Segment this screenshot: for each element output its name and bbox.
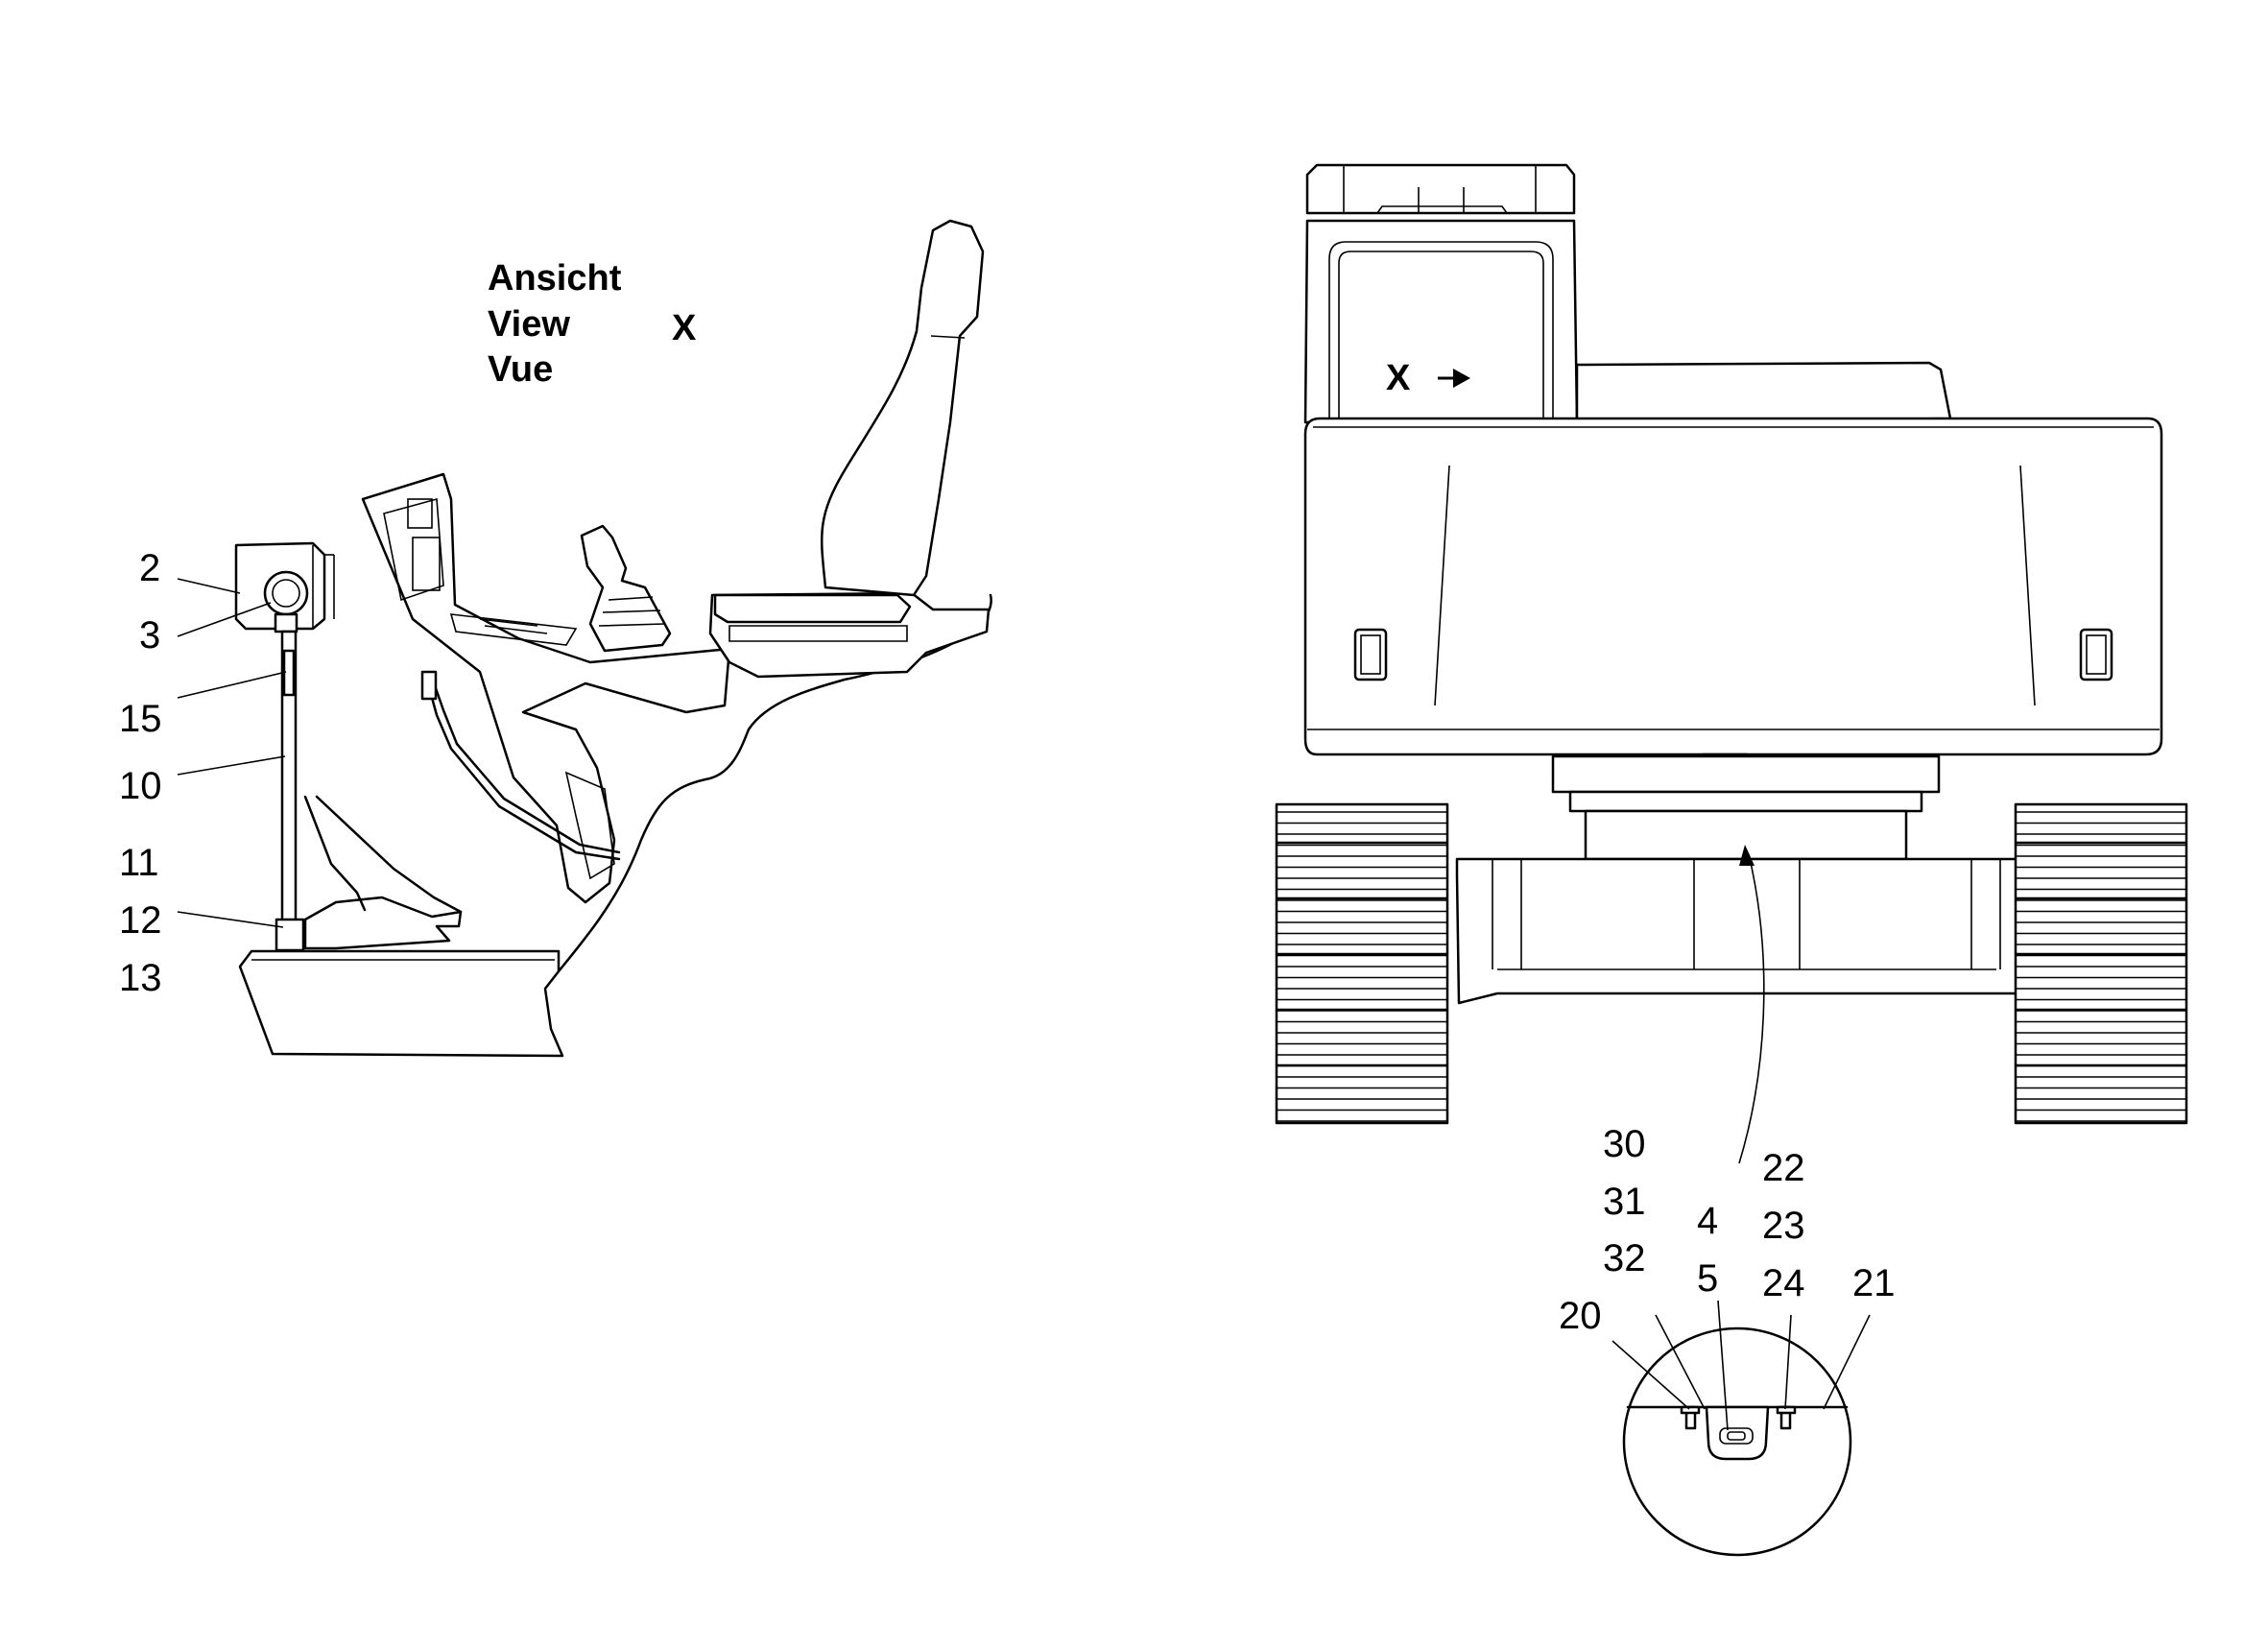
view-label: Ansicht View Vue X <box>488 258 697 390</box>
seat-backrest <box>821 219 985 597</box>
track-left <box>1275 802 1449 1125</box>
callout-11: 11 <box>119 842 159 884</box>
counterweight <box>1303 417 2163 756</box>
callout-5: 5 <box>1697 1257 1718 1300</box>
callout-31: 31 <box>1603 1181 1646 1223</box>
detail-leader-arrow <box>1738 853 1765 1164</box>
callout-30: 30 <box>1603 1123 1646 1165</box>
camera-lens <box>263 570 309 616</box>
cab-interior-side-view <box>234 219 992 1058</box>
callout-12: 12 <box>119 899 162 942</box>
callout-3: 3 <box>139 614 160 657</box>
left-leader-lines <box>177 578 287 928</box>
swing-ring <box>1551 754 1941 794</box>
rear-light-right <box>2079 628 2113 681</box>
callout-21: 21 <box>1852 1262 1896 1304</box>
detail-circle <box>1622 1326 1852 1557</box>
callout-22: 22 <box>1762 1147 1805 1189</box>
joystick <box>580 524 672 653</box>
engine-hood <box>1575 361 1952 424</box>
view-label-line-3: Vue <box>488 349 553 390</box>
pole-clamp <box>282 649 296 697</box>
floor-plate <box>238 949 564 1058</box>
left-callouts: 2 3 15 10 11 12 13 <box>119 547 162 999</box>
monitor-mount <box>274 612 298 633</box>
callout-20: 20 <box>1559 1295 1602 1337</box>
view-label-line-2: View <box>488 304 570 345</box>
excavator-rear-view: X <box>1275 163 2188 1164</box>
callout-23: 23 <box>1762 1205 1805 1247</box>
undercarriage-frame <box>1455 857 2037 1005</box>
view-marker-letter: X <box>1386 358 1411 398</box>
callout-10: 10 <box>119 765 162 807</box>
callout-15: 15 <box>119 698 162 740</box>
track-right <box>2014 802 2188 1125</box>
view-label-line-1: Ansicht <box>488 258 622 299</box>
callout-24: 24 <box>1762 1262 1805 1304</box>
callout-13: 13 <box>119 957 162 999</box>
foot-pedals <box>303 896 463 950</box>
seat-cushion <box>713 593 912 624</box>
callout-2: 2 <box>139 547 160 589</box>
callout-4: 4 <box>1697 1200 1718 1242</box>
detail-leader-lines <box>1611 1300 1871 1431</box>
cab-roof <box>1305 163 1576 215</box>
view-label-letter: X <box>672 308 697 348</box>
detail-camera-bracket <box>1705 1405 1770 1461</box>
detail-callouts: 30 31 32 20 4 5 22 23 24 21 <box>1559 1123 1896 1337</box>
rear-light-left <box>1353 628 1388 681</box>
callout-32: 32 <box>1603 1237 1646 1279</box>
control-console <box>361 472 731 904</box>
pole-base <box>275 918 305 952</box>
